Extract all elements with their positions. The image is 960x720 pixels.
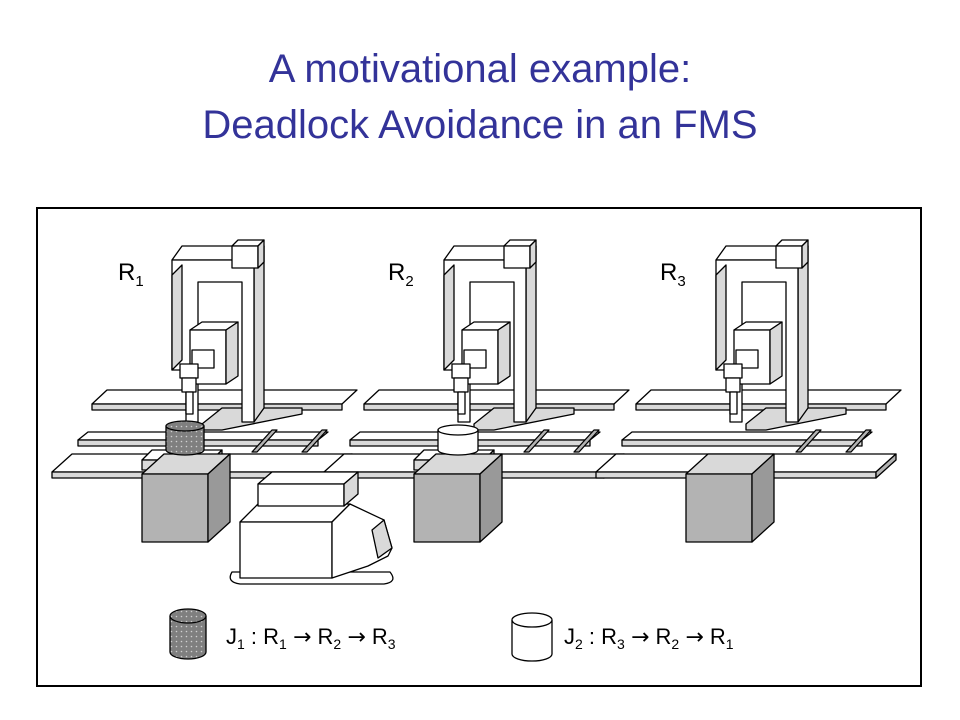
agv-cart [229, 471, 394, 585]
job1-legend-icon [169, 608, 207, 660]
machine-r3 [595, 239, 902, 479]
fms-diagram-frame [36, 207, 922, 687]
slide-title-line1: A motivational example: [268, 47, 692, 91]
r2-buffer [413, 453, 503, 543]
job1-part [165, 420, 205, 456]
robot-label-r3: R3 [660, 259, 686, 290]
robot-label-r1: R1 [118, 259, 144, 290]
job2-legend-icon [511, 612, 553, 662]
robot-label-r2: R2 [388, 259, 414, 290]
r1-buffer [141, 453, 231, 543]
job2-part [437, 424, 479, 456]
job1-route-text: J1 : R1 → R2 → R3 [226, 624, 396, 652]
slide-title-line2: Deadlock Avoidance in an FMS [202, 103, 758, 147]
r3-buffer [685, 453, 775, 543]
job2-route-text: J2 : R3 → R2 → R1 [564, 624, 734, 652]
